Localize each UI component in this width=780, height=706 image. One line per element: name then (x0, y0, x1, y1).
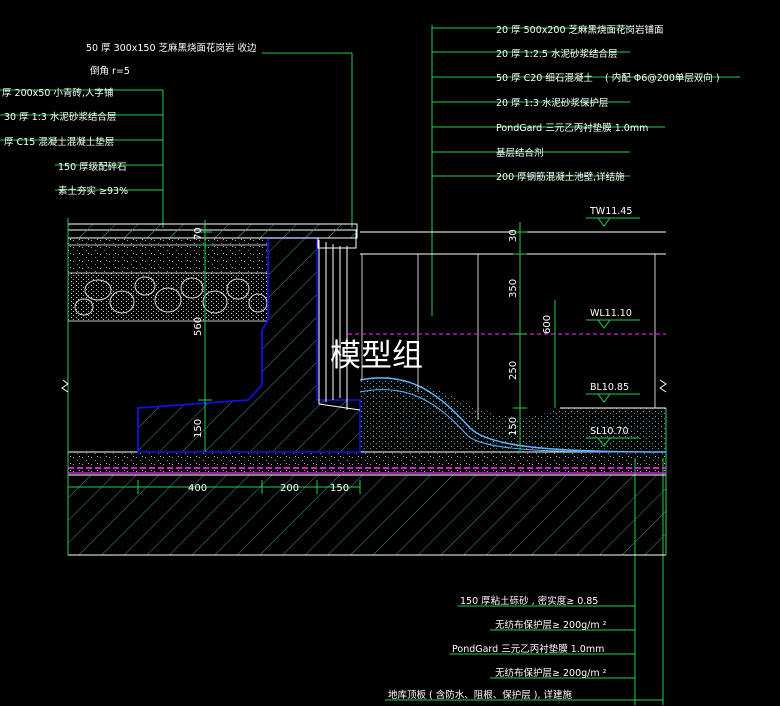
callout-granite-paving: 20 厚 500x200 芝麻黑烧面花岗岩铺面 (496, 24, 664, 36)
gravel-stones (74, 276, 268, 316)
callout-rebar-spec: ( 内配 Φ6@200单层双向 ) (605, 72, 720, 84)
level-markers (586, 217, 640, 447)
callout-chamfer: 倒角 r=5 (90, 65, 130, 77)
wall-liner-lines (318, 240, 361, 411)
callout-geotextile-bottom: 无纺布保护层≥ 200g/m ² (495, 667, 607, 679)
dimension-lines (67, 218, 556, 555)
dim-70: 70 (193, 227, 204, 240)
pond-bed (359, 377, 667, 453)
dim-150-horizontal: 150 (330, 483, 349, 494)
callout-mortar-bed: 30 厚 1:3 水泥砂浆结合层 (4, 111, 116, 123)
dim-560: 560 (193, 317, 204, 336)
left-leader-lines (0, 52, 353, 228)
callout-rc-pond-wall: 200 厚钢筋混凝土池壁,详结施 (496, 171, 625, 183)
dim-400: 400 (188, 483, 207, 494)
membrane-layers (68, 451, 666, 474)
level-bl: BL10.85 (590, 382, 629, 393)
callout-clay-gravel: 150 厚粘土砾砂 , 密实度≥ 0.85 (460, 595, 598, 607)
callout-pondgard-liner: PondGard 三元乙丙衬垫膜 1.0mm (496, 122, 648, 134)
dim-250: 250 (508, 361, 519, 380)
callout-compacted-soil: 素土夯实 ≥93% (58, 185, 128, 197)
callout-bonding-agent: 基层结合剂 (496, 147, 544, 159)
retaining-wall (137, 237, 361, 453)
roof-slab (68, 408, 667, 556)
callout-mortar-layer: 20 厚 1:2.5 水泥砂浆结合层 (496, 48, 618, 60)
level-wl: WL11.10 (590, 308, 632, 319)
callout-graded-gravel: 150 厚级配碎石 (58, 161, 127, 173)
right-leader-lines (385, 25, 740, 705)
callout-fine-concrete: 50 厚 C20 细石混凝土 (496, 72, 593, 84)
dim-200: 200 (280, 483, 299, 494)
dim-30: 30 (508, 229, 519, 242)
dim-150-left: 150 (193, 419, 204, 438)
callout-pondgard-bottom: PondGard 三元乙丙衬垫膜 1.0mm (452, 643, 604, 655)
level-tw: TW11.45 (589, 206, 632, 217)
callout-geotextile-top: 无纺布保护层≥ 200g/m ² (495, 619, 607, 631)
watermark-text: 模型组 (330, 338, 423, 374)
dim-350: 350 (508, 279, 519, 298)
break-mark (61, 379, 667, 393)
dim-600: 600 (542, 315, 553, 334)
callout-roof-slab: 地库顶板 ( 含防水、阻根、保护层 ), 详建施 (388, 689, 573, 701)
callout-coping-stone: 50 厚 300x150 芝麻黑烧面花岗岩 收边 (86, 42, 257, 54)
callout-protect-mortar: 20 厚 1:3 水泥砂浆保护层 (496, 97, 608, 109)
level-sl: SL10.70 (590, 426, 629, 437)
dim-150-right: 150 (508, 417, 519, 436)
callout-concrete-base: 厚 C15 混凝土混凝土垫层 (4, 136, 114, 148)
callout-brick-paving: 厚 200x50 小青砖,人字铺 (2, 87, 113, 99)
